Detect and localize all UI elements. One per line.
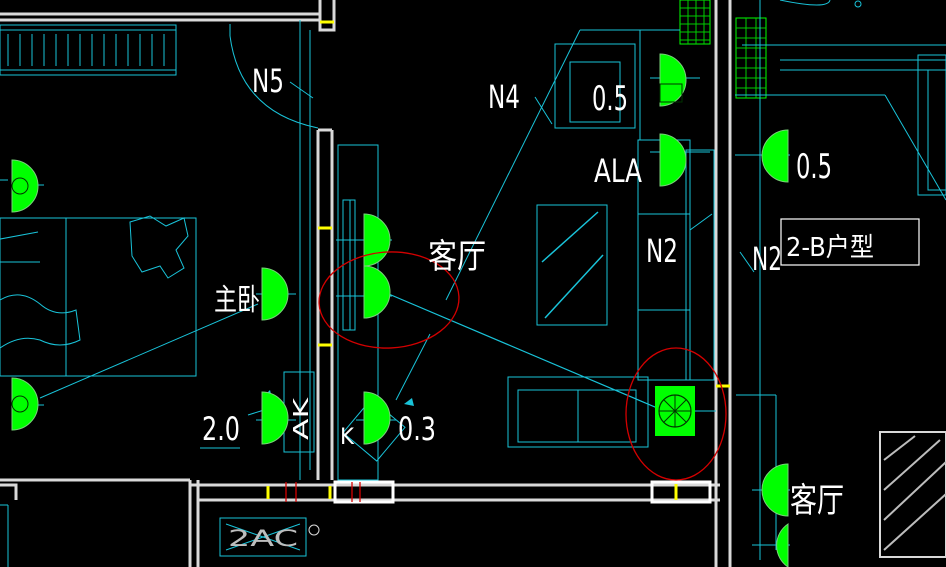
light-symbol-left-2	[11, 377, 39, 431]
label-k: K	[340, 425, 355, 450]
highlight-circles	[318, 251, 727, 481]
room-label-master: 主卧	[214, 283, 260, 318]
light-symbol-left-1	[11, 159, 39, 213]
light-symbol-ala	[659, 133, 687, 187]
label-n2-right: N2	[752, 240, 782, 278]
light-symbol-right-2	[776, 523, 789, 567]
light-symbol-window-1	[363, 213, 391, 267]
highlight-circle-window	[318, 251, 460, 349]
wardrobe	[0, 24, 177, 76]
light-symbol-05-top	[659, 53, 687, 107]
value-05-right: 0.5	[796, 147, 832, 187]
highlight-circle-fan	[625, 347, 727, 481]
unit-type-box	[780, 218, 920, 266]
light-symbol-window-2	[363, 265, 391, 319]
label-n4: N4	[488, 78, 520, 116]
value-03: 0.3	[398, 410, 436, 448]
label-2ac: 2AC	[228, 527, 298, 552]
label-n5: N5	[252, 62, 284, 100]
label-n2-left: N2	[646, 232, 678, 270]
light-symbol-03	[363, 391, 391, 445]
text-labels: 客厅 客厅 主卧 2-B户型 ALA N2 N2 N4 N5 0.5 0.5 2…	[202, 62, 874, 552]
light-symbols	[11, 53, 789, 567]
room-label-living: 客厅	[428, 237, 486, 277]
label-ala: ALA	[594, 152, 642, 190]
light-symbol-right-1	[761, 463, 789, 517]
fan-symbol	[655, 386, 716, 436]
light-symbol-master	[261, 267, 289, 321]
value-05-top: 0.5	[592, 79, 628, 119]
room-label-living-right: 客厅	[790, 481, 844, 521]
light-symbol-20	[261, 391, 289, 445]
unit-type-label: 2-B户型	[786, 233, 874, 263]
walls	[0, 0, 767, 567]
light-symbol-05-right	[761, 129, 789, 183]
label-ak: AK	[289, 397, 313, 440]
value-20: 2.0	[202, 410, 240, 448]
